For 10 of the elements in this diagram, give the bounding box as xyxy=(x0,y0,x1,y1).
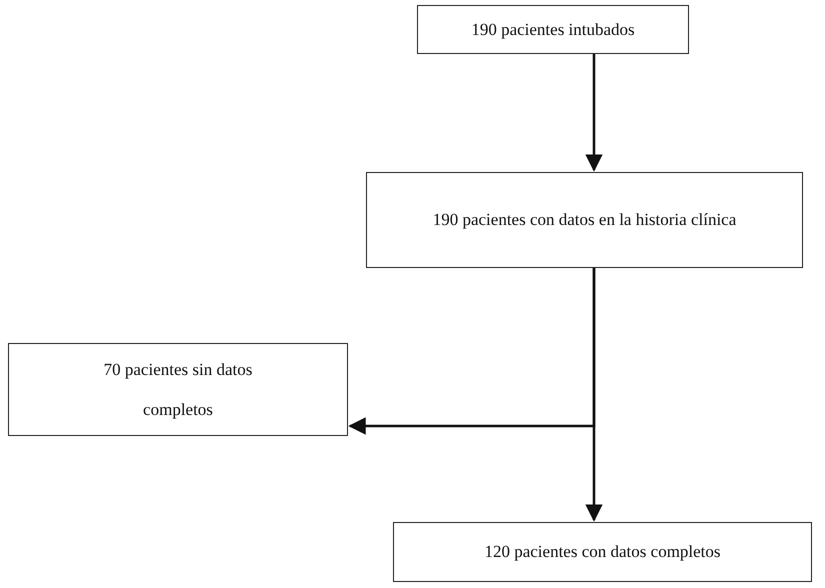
box-text: 120 pacientes con datos completos xyxy=(484,541,721,563)
arrow xyxy=(585,54,603,172)
arrow xyxy=(585,268,603,522)
process-box xyxy=(8,343,348,436)
process-box xyxy=(366,172,803,268)
box-text: 190 pacientes con datos en la historia clínica xyxy=(432,209,736,231)
box-text: 190 pacientes intubados xyxy=(471,18,635,41)
process-box xyxy=(417,5,689,54)
process-box xyxy=(393,522,812,582)
box-text: 70 pacientes sin datos completos xyxy=(102,358,254,421)
